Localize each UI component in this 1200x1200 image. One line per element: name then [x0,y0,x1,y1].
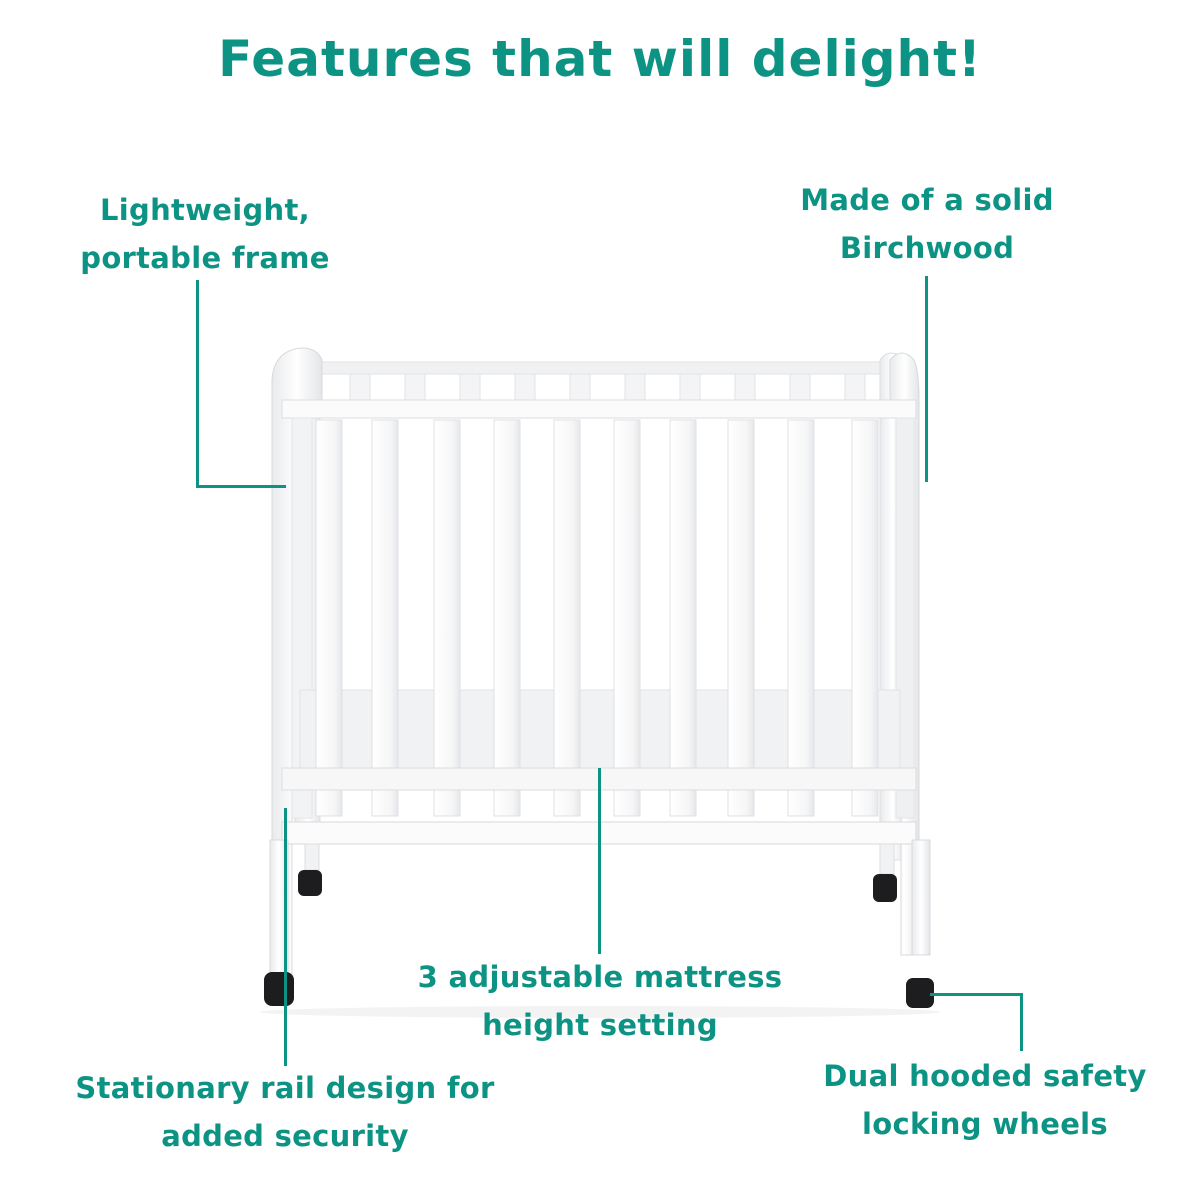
callout-wheels-line1: Dual hooded safety [823,1059,1147,1093]
callout-frame-line2: portable frame [80,241,330,275]
connector-rail [284,808,287,1066]
callout-birchwood: Made of a solid Birchwood [782,176,1072,272]
callout-birchwood-line2: Birchwood [839,231,1015,265]
callout-rail-line2: added security [161,1119,409,1153]
callout-wheels-line2: locking wheels [862,1107,1108,1141]
connector-mattress [598,768,601,954]
callout-frame-line1: Lightweight, [100,193,310,227]
connector-birchwood [925,276,928,482]
callout-mattress-line2: height setting [482,1008,718,1042]
callout-mattress-line1: 3 adjustable mattress [417,960,783,994]
connector-frame-vertical [196,280,199,488]
connector-wheels-vertical [1020,993,1023,1051]
callout-rail-line1: Stationary rail design for [75,1071,495,1105]
callout-mattress: 3 adjustable mattress height setting [390,953,810,1049]
connector-wheels-horizontal [930,993,1023,996]
callout-rail: Stationary rail design for added securit… [60,1064,510,1160]
callout-frame: Lightweight, portable frame [60,186,350,282]
callout-wheels: Dual hooded safety locking wheels [820,1052,1150,1148]
connector-frame-horizontal [196,485,286,488]
callout-birchwood-line1: Made of a solid [800,183,1054,217]
page-title: Features that will delight! [218,30,982,88]
